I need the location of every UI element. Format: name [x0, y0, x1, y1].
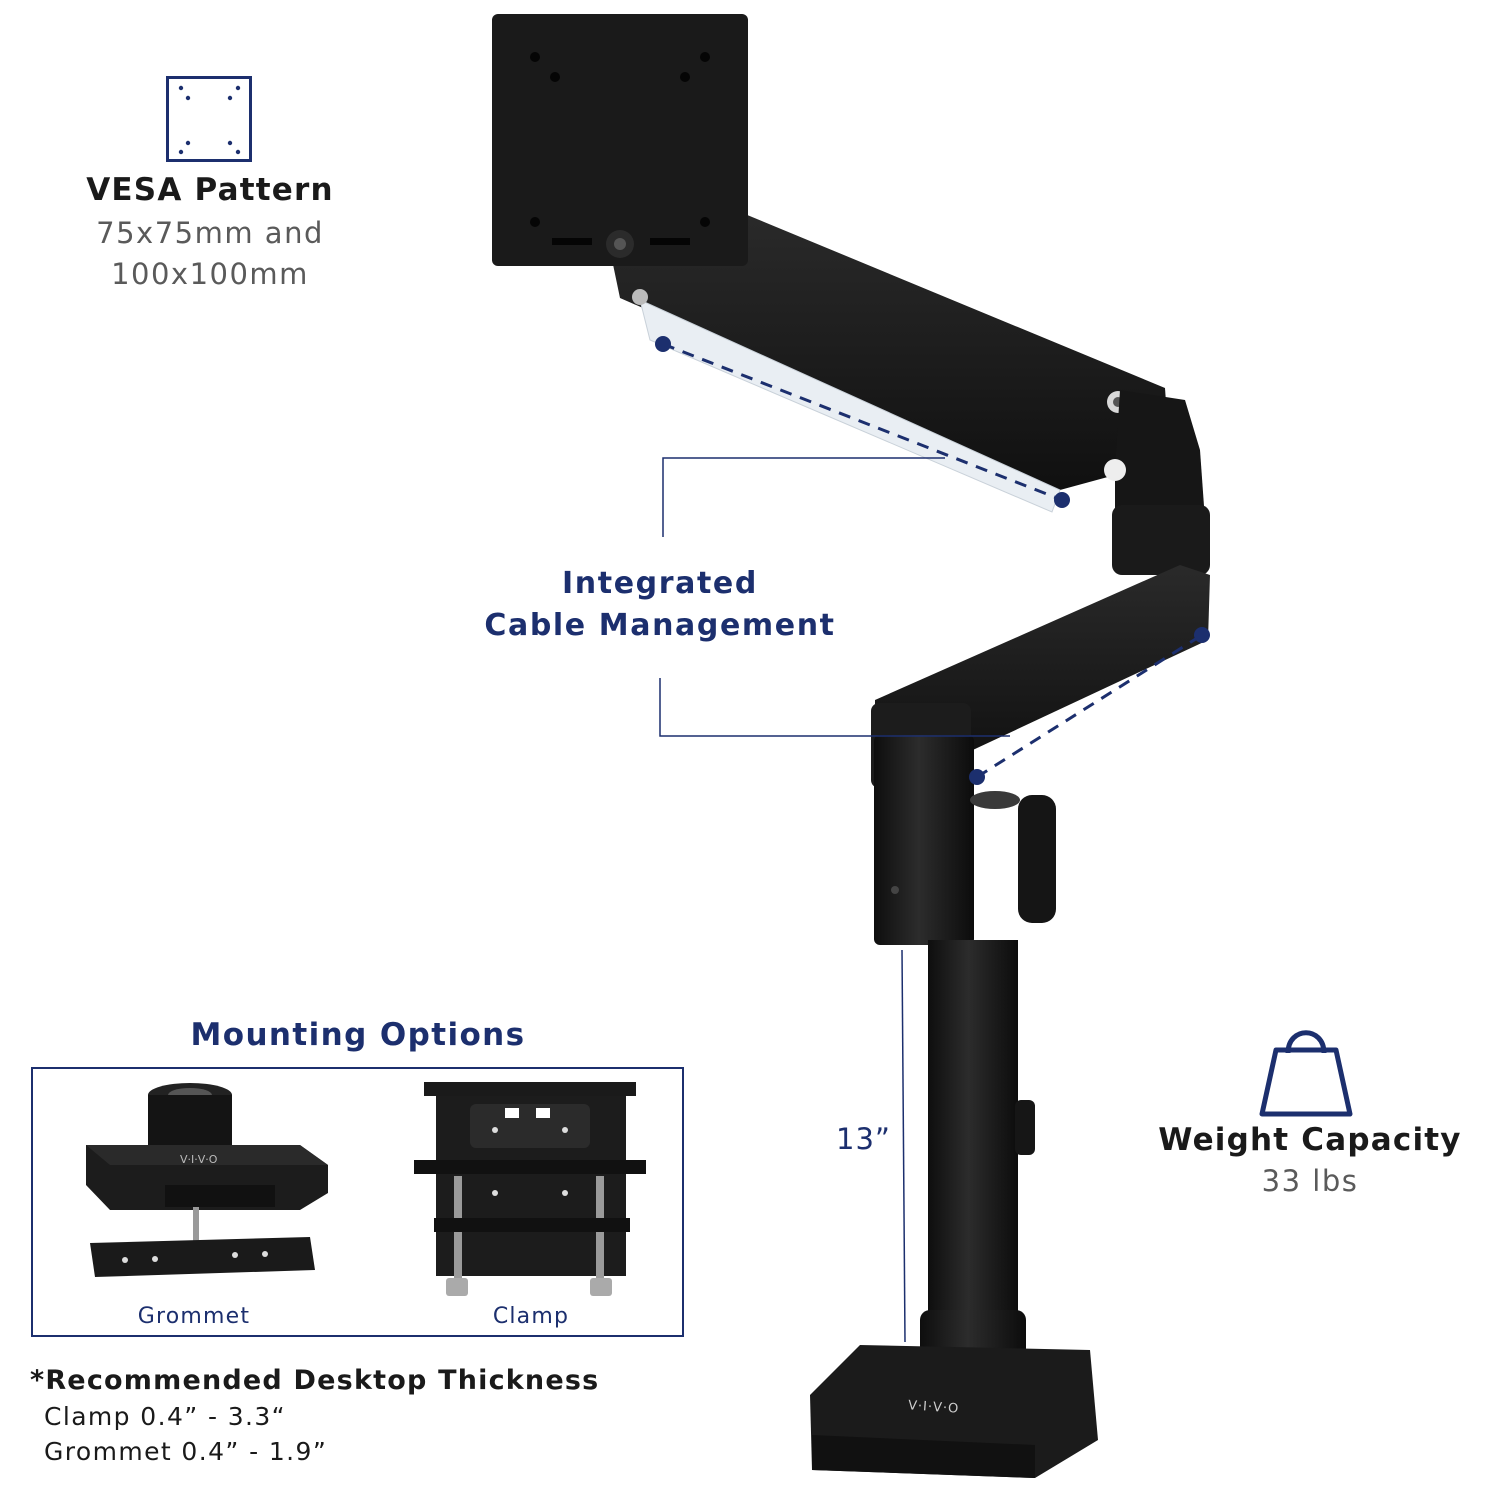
vesa-size-line1: 75x75mm and — [96, 216, 324, 250]
elbow-joint — [1104, 390, 1210, 575]
clamp-mount-illustration — [414, 1082, 646, 1296]
cable-label-line1: Integrated — [562, 566, 758, 601]
mounting-options-panel — [31, 1067, 684, 1337]
grommet-label: Grommet — [137, 1304, 251, 1329]
height-dimension-line — [901, 949, 906, 1343]
arm-head — [874, 735, 1056, 945]
weight-value: 33 lbs — [1261, 1164, 1359, 1198]
grommet-mount-illustration: V·I·V·O — [86, 1083, 328, 1277]
weight-bag-icon — [1259, 1030, 1353, 1117]
pole — [920, 940, 1035, 1380]
svg-text:V·I·V·O: V·I·V·O — [180, 1153, 218, 1166]
height-label: 13” — [836, 1122, 891, 1156]
recommended-thickness-title: *Recommended Desktop Thickness — [30, 1365, 600, 1396]
weight-title: Weight Capacity — [1158, 1122, 1462, 1158]
grommet-thickness: Grommet 0.4” - 1.9” — [44, 1437, 328, 1466]
cable-callout-bracket — [659, 457, 1010, 737]
cable-route-lower — [969, 627, 1210, 785]
vesa-title: VESA Pattern — [86, 172, 334, 208]
vesa-pattern-icon — [166, 76, 252, 162]
cable-label-line2: Cable Management — [484, 608, 836, 643]
clamp-thickness: Clamp 0.4” - 3.3“ — [44, 1402, 287, 1431]
desk-base — [810, 1345, 1098, 1478]
clamp-label: Clamp — [492, 1304, 570, 1329]
mounting-options-title: Mounting Options — [190, 1017, 526, 1053]
vesa-plate — [492, 14, 748, 266]
vesa-size-line2: 100x100mm — [111, 257, 309, 291]
cable-route-upper — [655, 336, 1070, 508]
